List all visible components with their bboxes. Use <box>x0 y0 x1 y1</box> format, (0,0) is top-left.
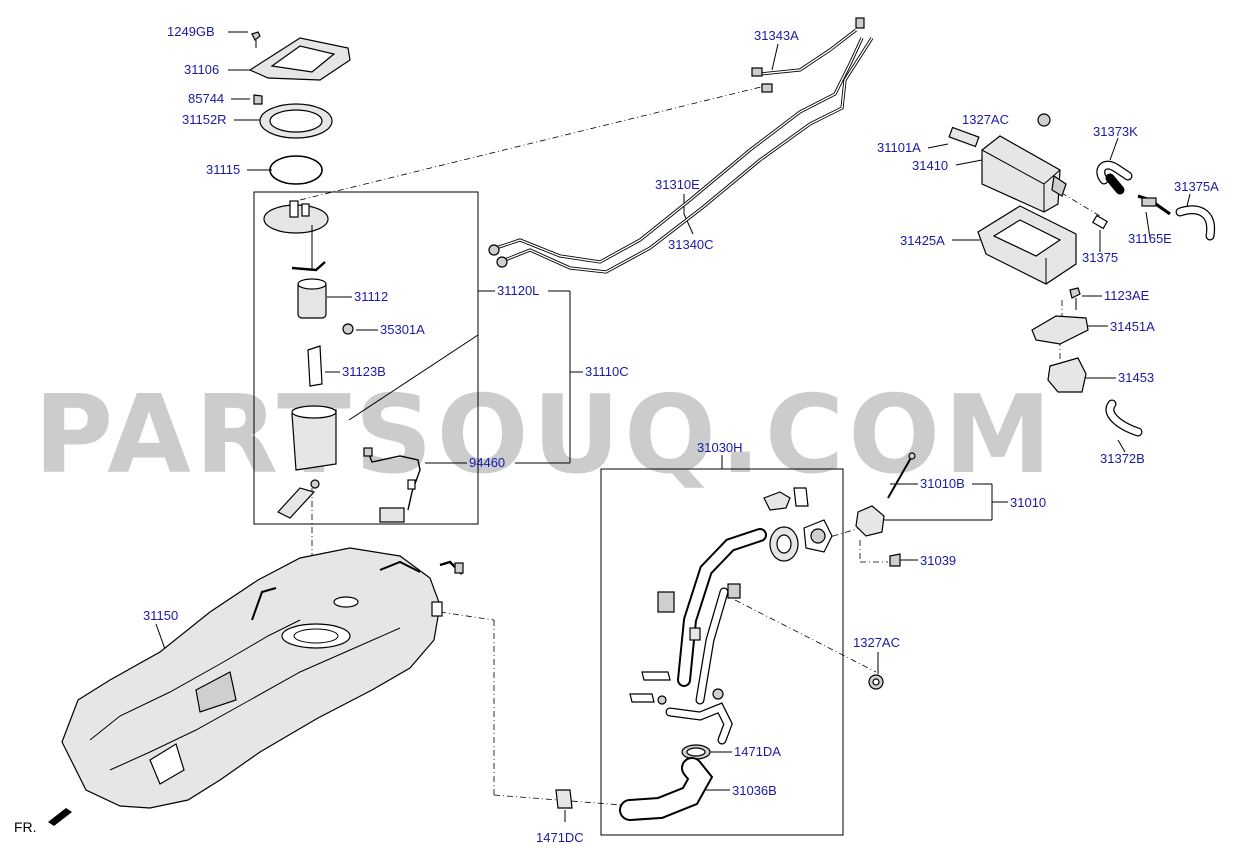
part-label-1123AE[interactable]: 1123AE <box>1104 288 1150 303</box>
part-label-31123B[interactable]: 31123B <box>342 364 386 379</box>
plate-cover-drawing <box>248 31 351 185</box>
front-direction-indicator: FR. <box>14 808 72 835</box>
filler-neck-drawing <box>555 452 916 821</box>
part-label-31010B[interactable]: 31010B <box>920 476 965 491</box>
wiring-harness-drawing <box>363 447 421 523</box>
fuel-lines-drawing <box>488 17 874 274</box>
part-label-35301A[interactable]: 35301A <box>380 322 425 337</box>
part-label-31115[interactable]: 31115 <box>206 162 240 177</box>
part-label-31101A[interactable]: 31101A <box>877 140 921 155</box>
fuel-tank-drawing <box>61 547 464 809</box>
front-label: FR. <box>14 819 37 835</box>
leader-lines <box>155 31 1191 822</box>
part-label-31036B[interactable]: 31036B <box>732 783 777 798</box>
dash-connectors <box>299 85 1101 806</box>
part-label-31373K[interactable]: 31373K <box>1093 124 1138 139</box>
part-label-1327AC-bottom[interactable]: 1327AC <box>853 635 900 650</box>
part-label-31372B[interactable]: 31372B <box>1100 451 1145 466</box>
part-label-1327AC-top[interactable]: 1327AC <box>962 112 1009 127</box>
part-label-31110C[interactable]: 31110C <box>585 364 629 379</box>
part-label-1471DC[interactable]: 1471DC <box>536 830 584 845</box>
part-label-1249GB[interactable]: 1249GB <box>167 24 215 39</box>
part-labels: 1249GB 31106 85744 31152R 31115 31112 35… <box>143 24 1219 845</box>
part-label-31120L[interactable]: 31120L <box>497 283 539 298</box>
part-label-94460[interactable]: 94460 <box>469 455 505 470</box>
front-arrow-icon <box>48 808 72 826</box>
part-label-31410[interactable]: 31410 <box>912 158 948 173</box>
part-label-31165E[interactable]: 31165E <box>1128 231 1172 246</box>
part-label-31310E[interactable]: 31310E <box>655 177 700 192</box>
part-label-31152R[interactable]: 31152R <box>182 112 227 127</box>
part-label-31150[interactable]: 31150 <box>143 608 178 623</box>
part-label-31039[interactable]: 31039 <box>920 553 956 568</box>
part-label-1471DA[interactable]: 1471DA <box>734 744 781 759</box>
part-label-31030H[interactable]: 31030H <box>697 440 743 455</box>
part-label-31106[interactable]: 31106 <box>184 62 219 77</box>
watermark-text: PARTSOUQ.COM <box>34 373 1055 498</box>
part-label-31375A[interactable]: 31375A <box>1174 179 1219 194</box>
fuel-pump-group-box <box>253 191 479 525</box>
part-label-31453[interactable]: 31453 <box>1118 370 1154 385</box>
part-label-31343A[interactable]: 31343A <box>754 28 799 43</box>
part-label-31375[interactable]: 31375 <box>1082 250 1118 265</box>
canister-drawing <box>948 113 1216 437</box>
part-label-31112[interactable]: 31112 <box>354 289 388 304</box>
part-label-31425A[interactable]: 31425A <box>900 233 945 248</box>
fuel-pump-module-drawing <box>263 200 354 519</box>
part-label-85744[interactable]: 85744 <box>188 91 224 106</box>
bolt-icon <box>251 31 261 41</box>
filler-neck-group-box <box>600 468 844 836</box>
part-label-31010[interactable]: 31010 <box>1010 495 1046 510</box>
part-label-31451A[interactable]: 31451A <box>1110 319 1155 334</box>
part-label-31340C[interactable]: 31340C <box>668 237 714 252</box>
